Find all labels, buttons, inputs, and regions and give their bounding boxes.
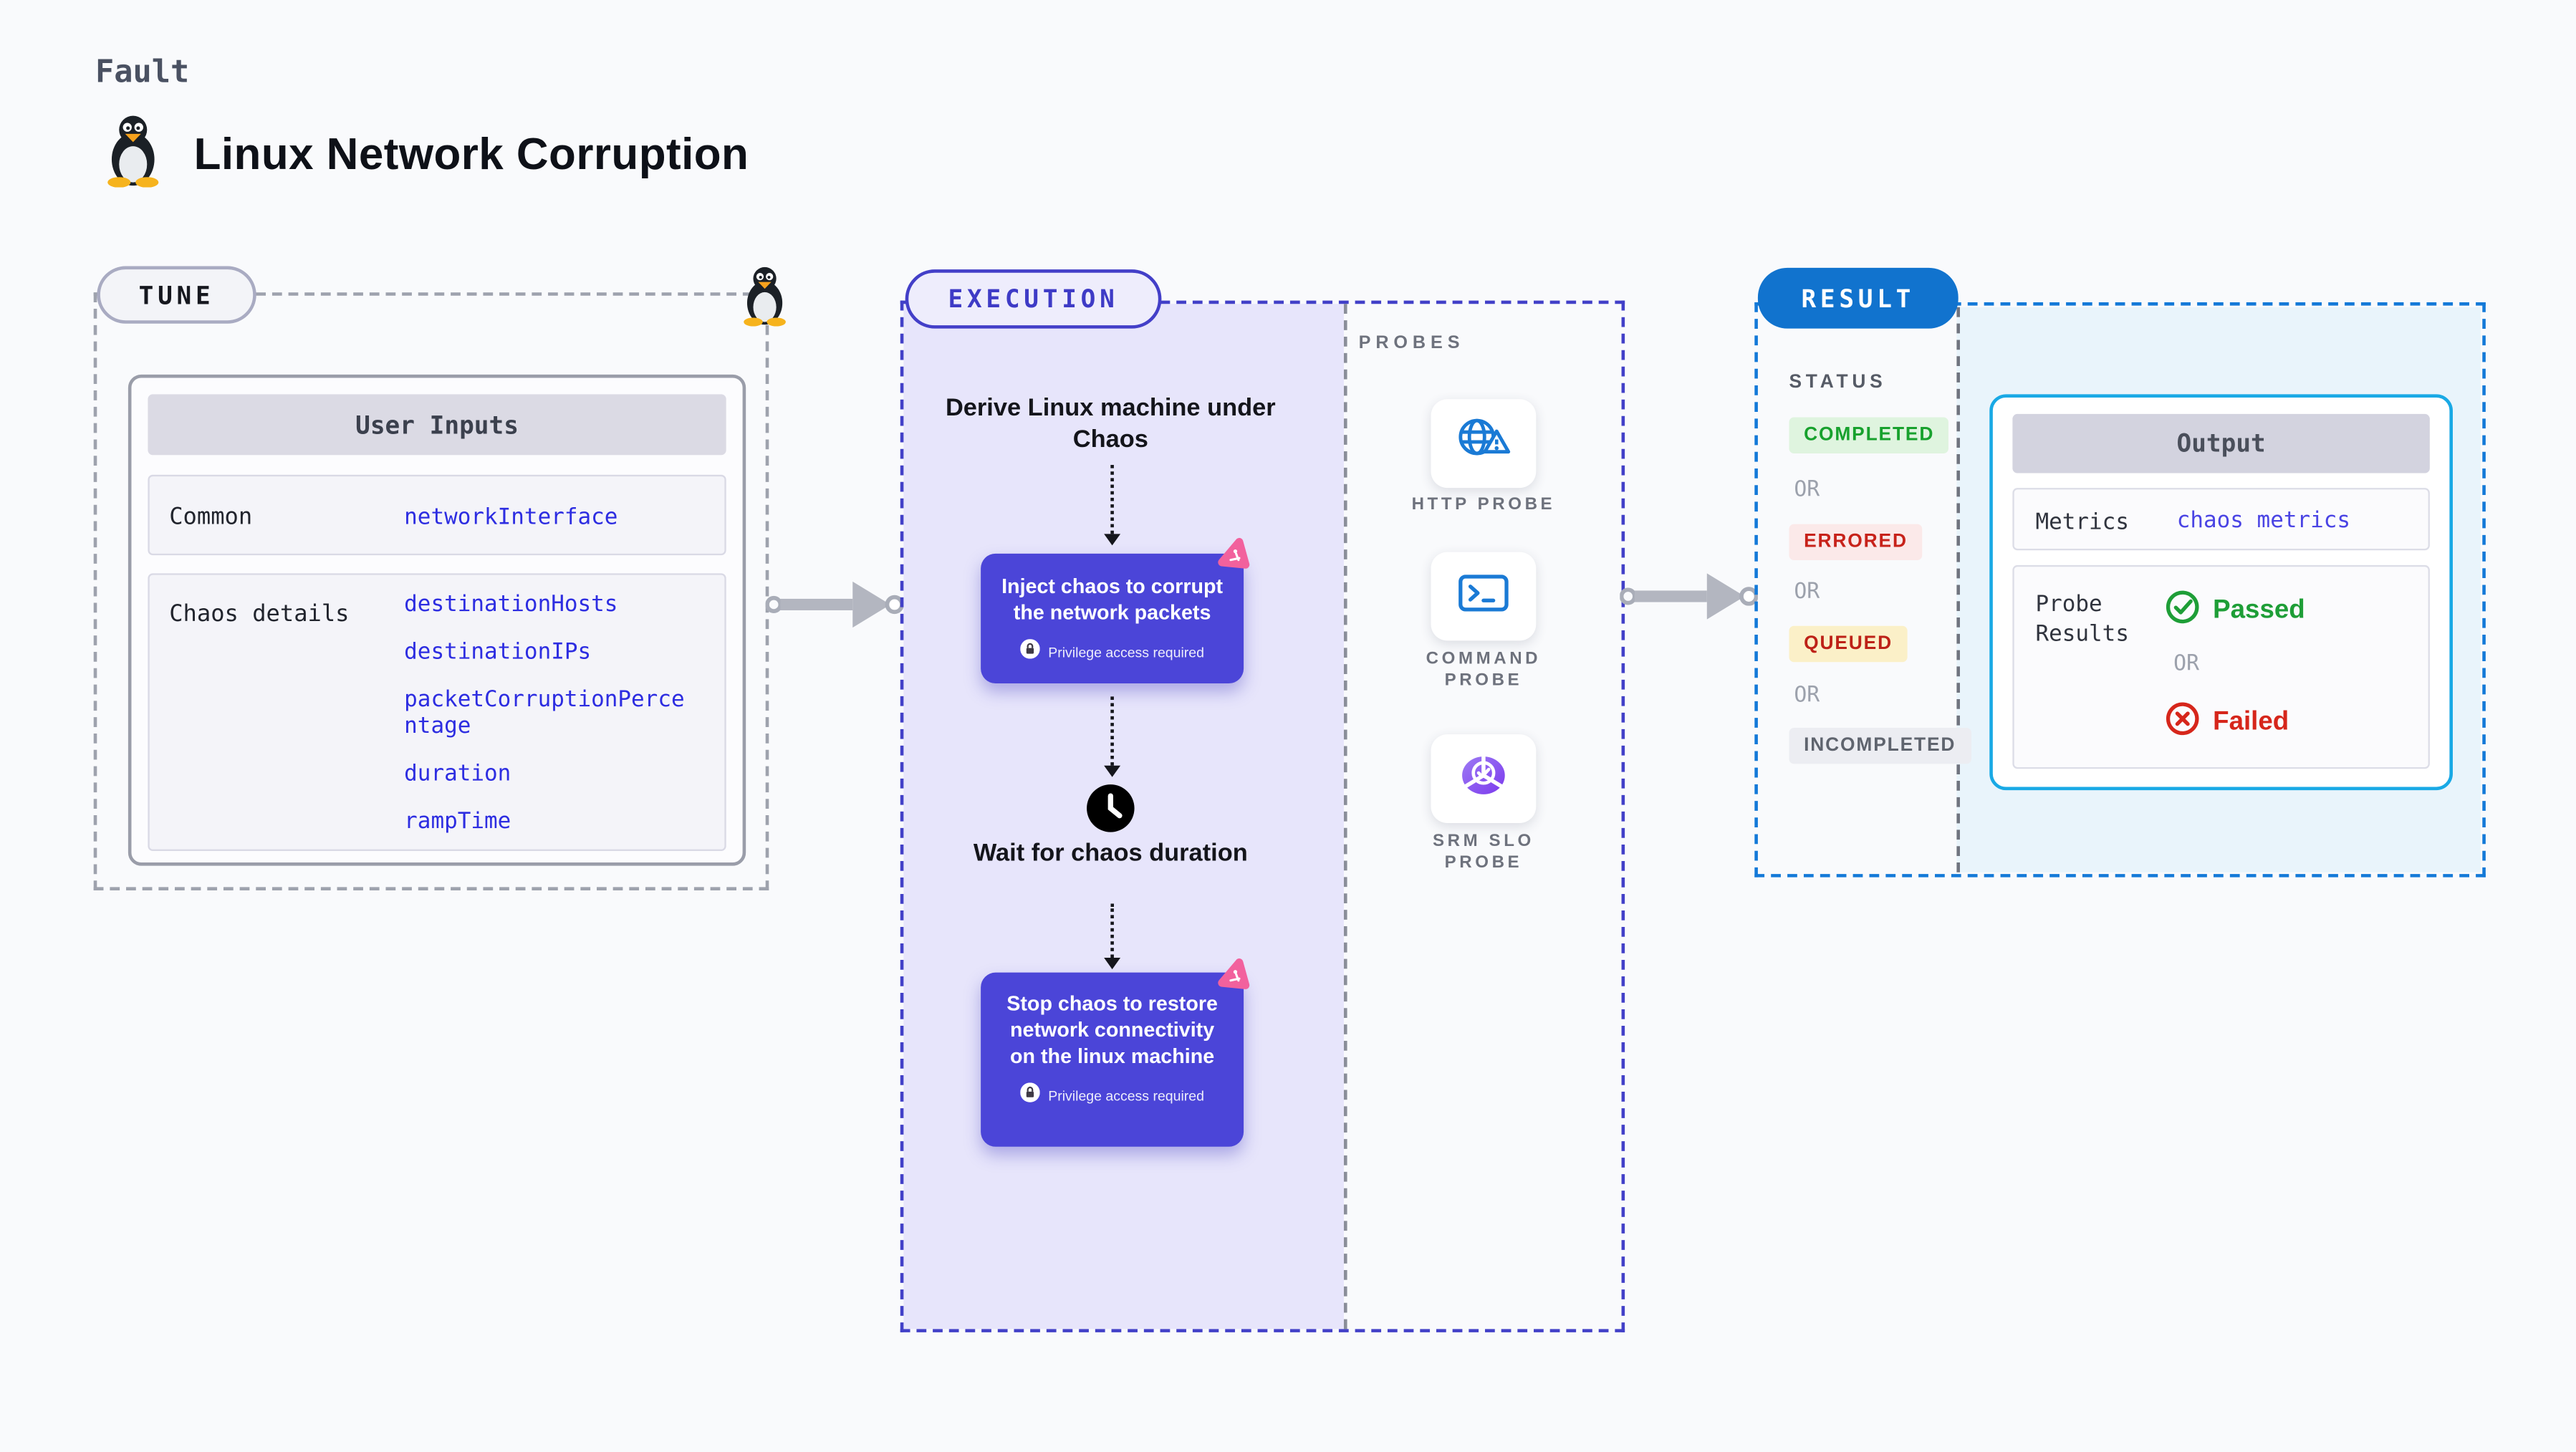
tune-section-pill: TUNE [97,266,256,324]
tune-section-box [93,292,769,891]
stop-step-text: Stop chaos to restore network connectivi… [1006,992,1218,1068]
http-probe-card [1431,399,1537,489]
chaos-detail-value: rampTime [404,808,511,835]
common-row-value: networkInterface [404,504,618,531]
fault-eyebrow: Fault [95,54,190,91]
execution-section-pill: EXECUTION [905,269,1162,329]
probe-results-label: Probe Results [2035,591,2129,648]
status-badge-incompleted: INCOMPLETED [1789,727,1971,764]
user-inputs-row-chaos-details: Chaos details destinationHosts destinati… [148,573,726,851]
check-circle-icon [2166,590,2200,633]
tune-to-execution-arrow-icon [765,572,904,645]
wait-step-text: Wait for chaos duration [973,839,1248,867]
chaos-fault-icon [1214,536,1252,582]
probes-label: PROBES [1358,333,1465,354]
probes-separator [1343,304,1347,1330]
derive-step-text: Derive Linux machine under Chaos [945,394,1276,453]
or-text: OR [1794,683,1820,708]
status-separator [1956,307,1960,872]
tux-penguin-small-icon [738,263,792,335]
flow-arrow-down-icon [1101,903,1124,970]
result-section-box [1754,302,2486,878]
status-badge-completed: COMPLETED [1789,417,1949,453]
output-header: Output [2012,413,2430,473]
chaos-fault-icon [1214,956,1252,1002]
chaos-detail-value: duration [404,760,511,787]
status-label: STATUS [1789,372,1887,393]
common-row-label: Common [169,504,253,531]
user-inputs-header: User Inputs [148,394,726,456]
or-text: OR [1794,478,1820,503]
clock-icon [1086,784,1135,841]
page-title: Linux Network Corruption [193,130,749,179]
flow-arrow-down-icon [1101,696,1124,777]
http-probe-label: HTTP PROBE [1411,494,1556,514]
chaos-details-row-label: Chaos details [169,601,350,628]
globe-warning-icon [1454,415,1514,472]
passed-result: Passed [2166,590,2305,633]
or-text: OR [1794,580,1820,605]
metrics-value: chaos metrics [2176,507,2351,534]
srm-slo-probe-card [1431,734,1537,823]
stop-chaos-step: Stop chaos to restore network connectivi… [981,972,1244,1147]
or-text: OR [2173,652,2200,677]
execution-section-box [900,300,1625,1332]
status-badge-queued: QUEUED [1789,625,1908,663]
terminal-icon [1456,569,1512,624]
srm-slo-probe-label: SRM SLO PROBE [1432,831,1534,872]
command-probe-card [1431,552,1537,641]
chaos-detail-value: destinationHosts [404,591,618,618]
failed-text: Failed [2213,708,2289,736]
slo-pie-check-icon [1456,750,1512,807]
execution-to-result-arrow-icon [1619,564,1759,638]
flow-arrow-down-icon [1101,465,1124,546]
inject-step-text: Inject chaos to corrupt the network pack… [1001,574,1224,625]
chaos-details-values: destinationHosts destinationIPs packetCo… [404,592,693,835]
metrics-row: Metrics chaos metrics [2012,488,2430,551]
inject-chaos-step: Inject chaos to corrupt the network pack… [981,553,1244,684]
command-probe-label: COMMAND PROBE [1426,648,1542,691]
result-section-pill: RESULT [1757,267,1959,329]
x-circle-icon [2166,701,2200,744]
tux-penguin-icon [100,112,166,196]
passed-text: Passed [2213,596,2305,625]
chaos-detail-value: packetCorruptionPercentage [404,686,685,740]
user-inputs-row-common: Common networkInterface [148,474,726,556]
chaos-detail-value: destinationIPs [404,639,592,665]
lock-icon [1020,638,1040,667]
lock-icon [1020,1081,1040,1110]
status-badge-errored: ERRORED [1789,524,1923,561]
failed-result: Failed [2166,701,2289,744]
metrics-label: Metrics [2035,509,2129,536]
privilege-note: Privilege access required [1048,1087,1205,1105]
probe-results-row: Probe Results Passed OR Failed [2012,564,2430,769]
privilege-note: Privilege access required [1048,644,1205,660]
